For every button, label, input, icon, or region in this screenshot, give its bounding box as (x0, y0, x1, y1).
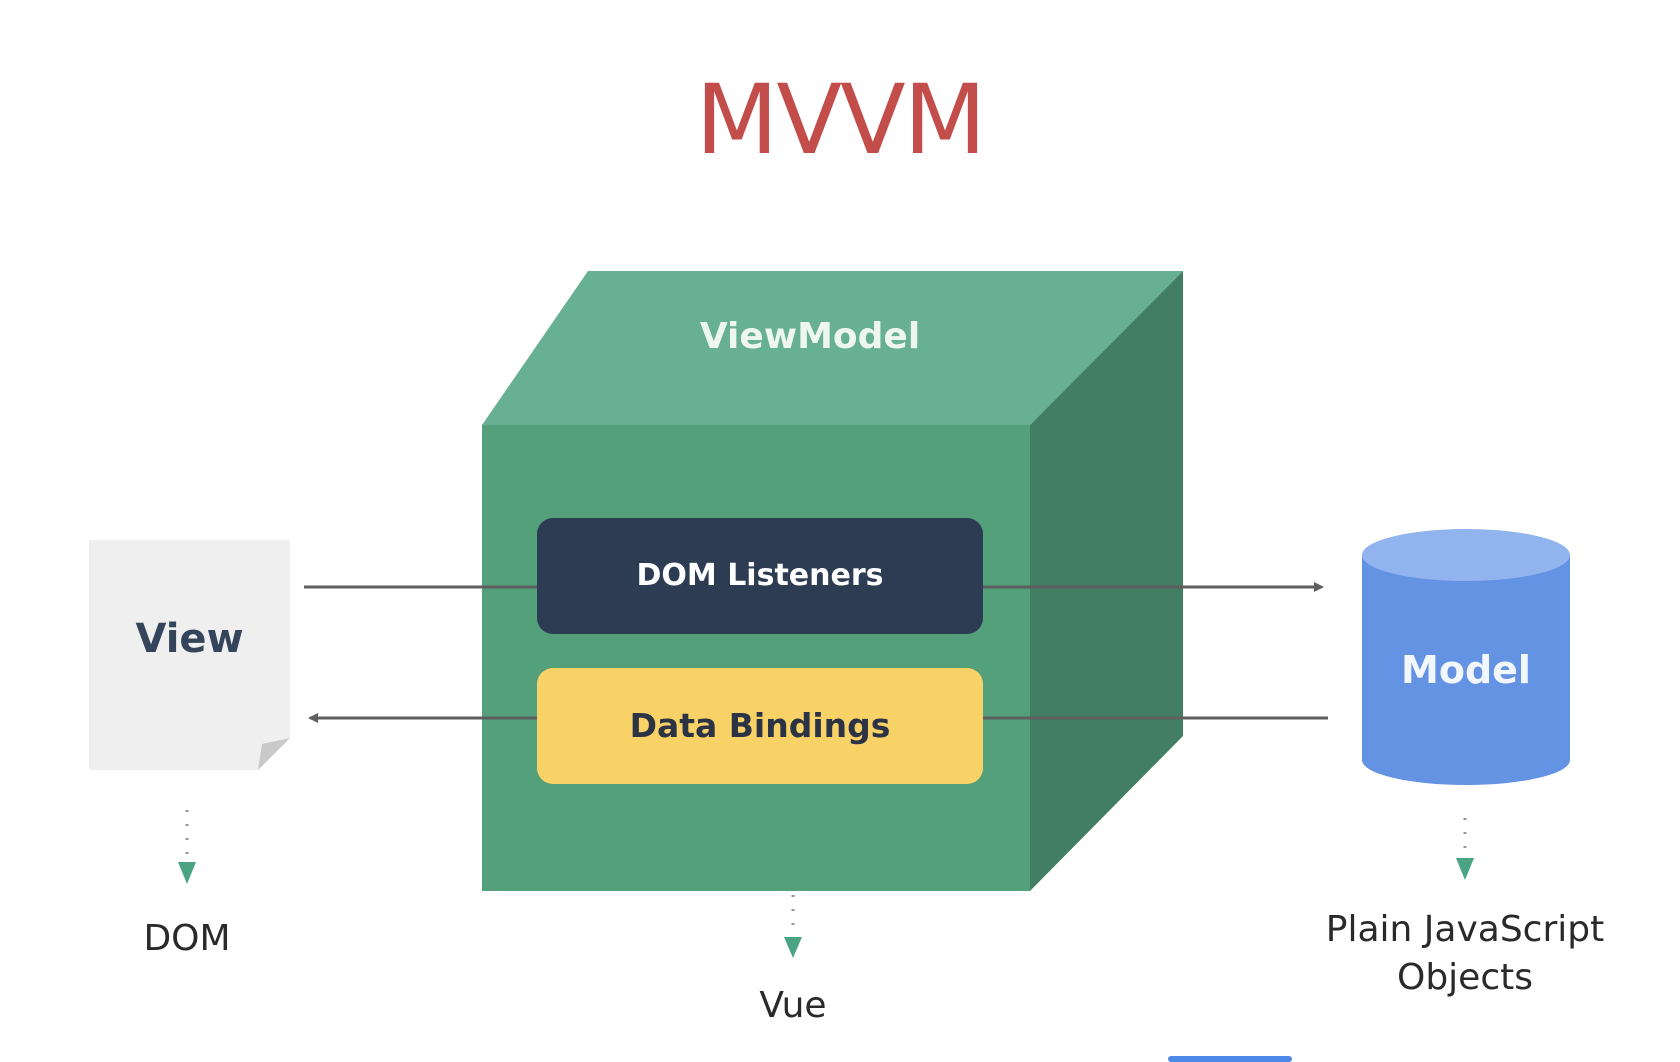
view-card (89, 540, 290, 770)
data-bindings-label: Data Bindings (629, 706, 891, 745)
model-cylinder (1362, 529, 1570, 785)
bottom-scroll-indicator (1168, 1056, 1292, 1062)
cube-side-face (1030, 271, 1183, 891)
model-caption-line1: Plain JavaScript (1325, 909, 1605, 950)
vue-caption: Vue (759, 985, 827, 1026)
arrow-down-icon (178, 862, 196, 884)
dotted-arrow-vue (784, 895, 802, 958)
cylinder-bottom (1362, 735, 1570, 785)
cube-front-face (482, 425, 1030, 891)
arrow-down-icon (784, 937, 802, 958)
model-caption-line2: Objects (1396, 957, 1533, 998)
dom-listeners-box (537, 518, 983, 634)
dom-caption: DOM (143, 918, 231, 959)
cube-top-face (482, 271, 1183, 425)
arrow-down-icon (1456, 858, 1474, 880)
viewmodel-label: ViewModel (699, 316, 921, 357)
view-label: View (135, 616, 244, 662)
data-bindings-box (537, 668, 983, 784)
cylinder-top (1362, 529, 1570, 581)
cylinder-body (1362, 555, 1570, 760)
dotted-arrow-model (1456, 818, 1474, 880)
viewmodel-cube (482, 271, 1183, 891)
view-card-fold (258, 738, 290, 770)
diagram-title: MVVM (695, 64, 987, 176)
dotted-arrow-dom (178, 810, 196, 884)
dom-listeners-label: DOM Listeners (636, 558, 884, 593)
model-label: Model (1401, 648, 1531, 692)
view-card-body (89, 540, 290, 770)
